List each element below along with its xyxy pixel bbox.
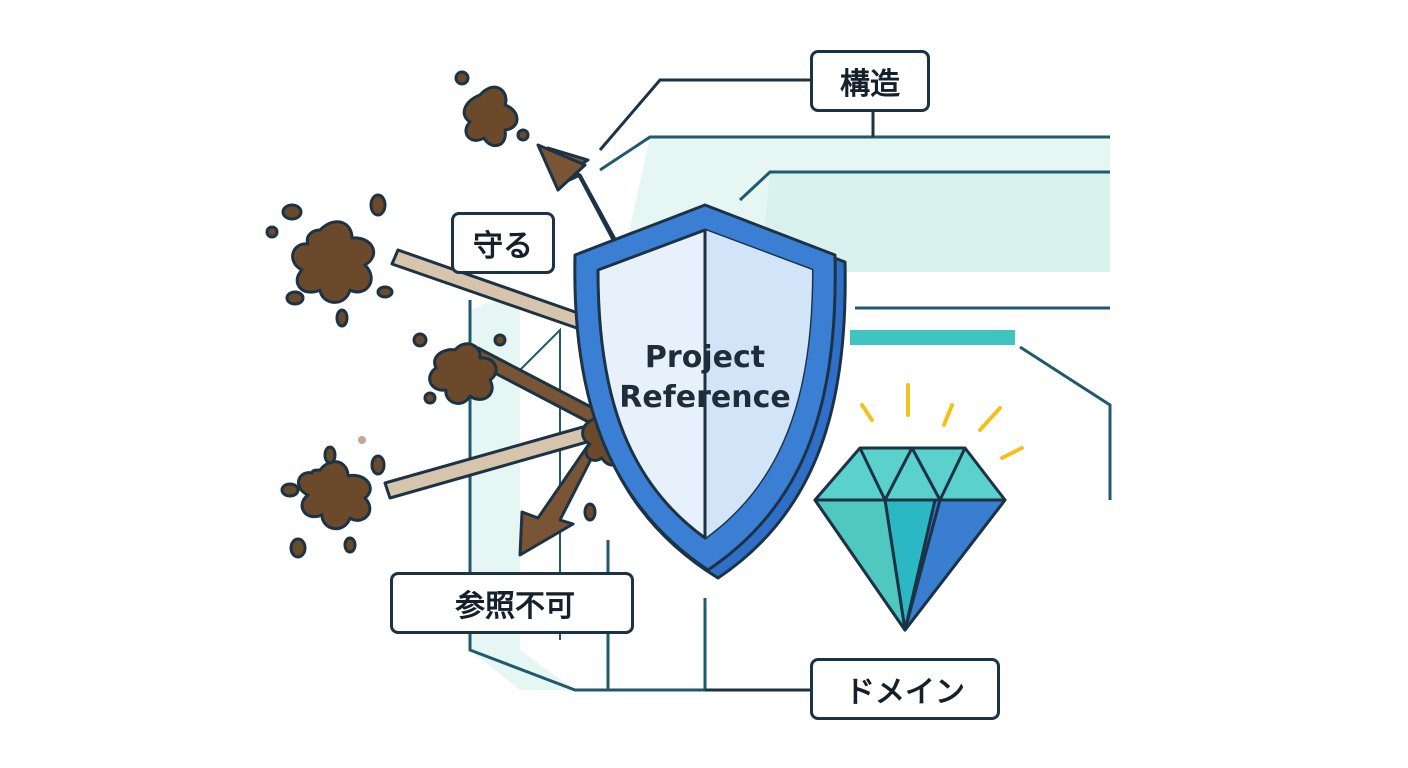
sparkle-ray-5 — [1000, 446, 1024, 460]
sparkle-ray-1 — [860, 403, 874, 422]
shield-label-line1: Project — [644, 340, 766, 375]
lower-inner-line — [519, 327, 561, 640]
shield — [573, 203, 847, 580]
label-protect-text: 守る — [473, 229, 533, 264]
inner-layer-line — [738, 170, 1110, 202]
mud-drop-3 — [281, 203, 303, 221]
sparkle-ray-4 — [978, 406, 1002, 432]
sparkle-icon — [860, 383, 1024, 460]
mud-drop-14 — [289, 537, 307, 559]
mud-drop-10 — [423, 391, 437, 405]
shield-right-shade — [705, 230, 812, 538]
diamond-icon — [813, 446, 1007, 632]
label-domain: ドメイン — [810, 658, 1000, 720]
mud-drop-6 — [285, 290, 305, 306]
shield-label-line2: Reference — [619, 380, 791, 415]
mud-drop-11 — [493, 333, 507, 347]
mud-drop-16 — [323, 445, 337, 465]
mud-drop-18 — [358, 436, 366, 444]
structure-leader — [598, 78, 810, 151]
shield-label: Project Reference — [600, 338, 810, 418]
teal-band — [850, 330, 1015, 345]
mud-drop-12 — [280, 482, 300, 498]
mud-drop-7 — [335, 308, 349, 328]
mud-splat-3 — [428, 342, 498, 405]
label-no-reference-text: 参照不可 — [455, 589, 575, 624]
label-no-reference: 参照不可 — [390, 572, 634, 634]
mud-drop-2 — [516, 128, 530, 142]
diamond-left-facet — [813, 498, 907, 632]
outer-layer-line — [599, 135, 1110, 172]
right-layer-line — [1019, 345, 1112, 500]
inner-layer-panel — [760, 172, 1110, 272]
mud-drop-17 — [583, 502, 597, 522]
label-structure: 構造 — [810, 50, 930, 112]
mud-drop-13 — [370, 454, 386, 476]
diamond-facet-lines — [858, 446, 967, 502]
mud-splat-4 — [297, 460, 372, 530]
mud-drop-4 — [369, 193, 387, 217]
deflect-arrow-up-tip — [536, 143, 587, 192]
mud-drop-9 — [412, 332, 428, 348]
mud-drop-8 — [376, 285, 394, 299]
sparkle-ray-3 — [942, 403, 954, 427]
mud-splat-1 — [462, 85, 519, 147]
label-domain-text: ドメイン — [845, 675, 965, 710]
mud-splat-2 — [291, 220, 376, 304]
label-structure-text: 構造 — [840, 67, 900, 102]
mud-drop-5 — [265, 225, 279, 239]
label-protect: 守る — [451, 212, 555, 274]
mud-drop-15 — [343, 536, 357, 554]
diamond-top — [813, 446, 1007, 502]
mud-drop-1 — [454, 70, 470, 86]
